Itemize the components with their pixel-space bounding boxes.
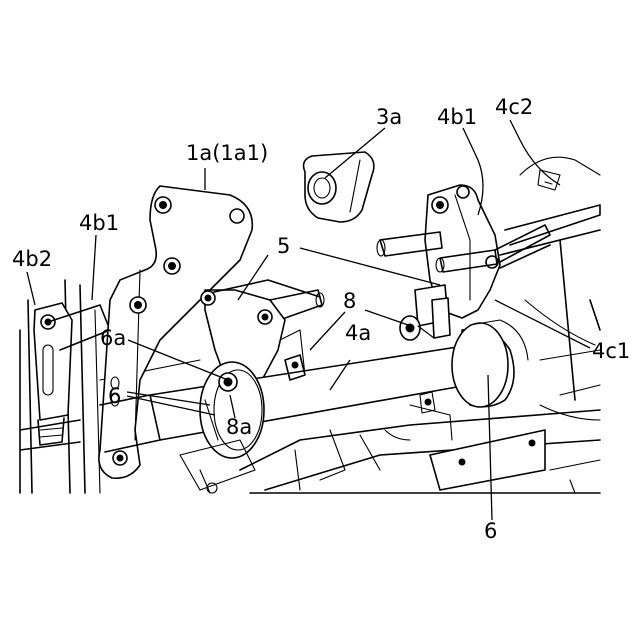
- shaft-4a: [100, 345, 482, 452]
- background-frame: [500, 157, 600, 420]
- bracket-4b1-right: [377, 185, 550, 318]
- collar-left: [200, 362, 264, 458]
- leader-4c2: [510, 120, 560, 185]
- plate-bolt-right: [529, 440, 535, 446]
- leader-4b1-left: [92, 235, 96, 300]
- mounting-plate: [430, 430, 545, 490]
- pin-8: [400, 285, 450, 340]
- label-4c2: 4c2: [495, 95, 533, 119]
- label-3a: 3a: [376, 105, 402, 129]
- link-3a: [304, 152, 374, 222]
- leader-5-b: [300, 248, 440, 285]
- label-5: 5: [277, 234, 290, 258]
- label-8a: 8a: [226, 415, 252, 439]
- label-6a: 6a: [100, 326, 126, 350]
- lower-housing: [240, 405, 600, 493]
- label-4a: 4a: [345, 321, 371, 345]
- bracket-hole-1: [230, 209, 244, 223]
- leader-8-a: [310, 312, 345, 350]
- collar-right: [452, 320, 528, 407]
- leader-4c1: [495, 300, 590, 348]
- leader-8-b: [365, 310, 408, 325]
- label-6-left: 6: [108, 384, 121, 408]
- label-4b1-top: 4b1: [437, 105, 477, 129]
- label-8: 8: [343, 289, 356, 313]
- label-1a: 1a(1a1): [186, 141, 268, 165]
- plate-bolt-left: [459, 459, 465, 465]
- leader-5-a: [238, 255, 268, 300]
- label-4b2: 4b2: [12, 247, 52, 271]
- label-4b1-left: 4b1: [79, 211, 119, 235]
- label-4c1: 4c1: [592, 339, 630, 363]
- label-6-bottom: 6: [484, 519, 497, 543]
